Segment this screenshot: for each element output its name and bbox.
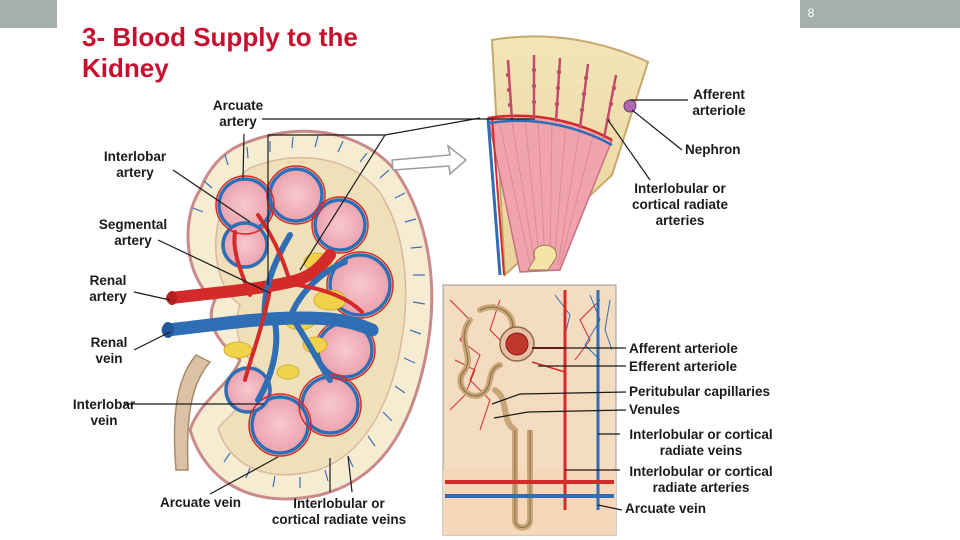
label-afferent-arteriole-top: Afferent arteriole (692, 87, 746, 118)
cortical-radiate-vessels (192, 135, 426, 488)
label-arcuate-vein-right: Arcuate vein (625, 501, 707, 516)
label-arcuate-vein: Arcuate vein (160, 495, 242, 510)
label-renal-vein: Renal vein (90, 335, 128, 366)
label-peritubular-capillaries: Peritubular capillaries (629, 384, 771, 399)
renal-artery-vessel (166, 249, 336, 304)
label-interlobular-cortical-veins: Interlobular or cortical radiate veins (629, 427, 773, 458)
label-segmental-artery: Segmental artery (98, 217, 168, 248)
slide-title: 3- Blood Supply to the Kidney (82, 22, 358, 83)
zoom-arrow (391, 144, 468, 176)
renal-vein-vessel (161, 311, 379, 337)
nephron-detail-box (442, 284, 617, 536)
label-nephron: Nephron (685, 142, 741, 157)
label-renal-artery: Renal artery (89, 273, 127, 304)
label-interlobar-vein: Interlobar vein (72, 397, 136, 428)
ureter (173, 354, 212, 471)
label-interlobular-arteries-top: Interlobular or cortical radiate arterie… (631, 181, 729, 228)
header-bar-right (800, 0, 960, 28)
label-interlobular-veins: Interlobular or cortical radiate veins (271, 496, 407, 527)
label-arcuate-artery: Arcuate artery (212, 98, 264, 129)
label-venules: Venules (629, 402, 681, 417)
header-bar-left (0, 0, 57, 28)
renal-pyramids (217, 167, 392, 455)
kidney-section (161, 129, 434, 501)
slide-number: 8 (807, 6, 815, 20)
label-interlobar-artery: Interlobar artery (103, 149, 167, 180)
label-afferent-arteriole: Afferent arteriole (629, 341, 738, 356)
label-efferent-arteriole: Efferent arteriole (629, 359, 738, 374)
label-interlobular-cortical-arteries: Interlobular or cortical radiate arterie… (629, 464, 773, 495)
cortex-wedge (486, 35, 650, 278)
leader-lines (124, 99, 688, 511)
